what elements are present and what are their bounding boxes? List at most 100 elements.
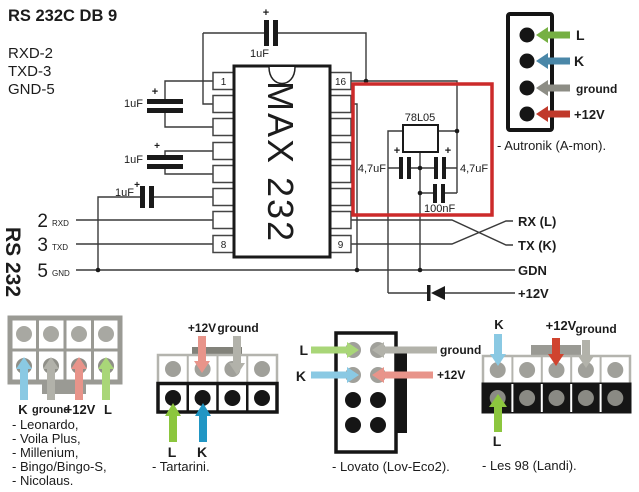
tartarini-k-label: K bbox=[197, 444, 207, 460]
ground-arrow bbox=[536, 80, 570, 96]
regulator-body bbox=[402, 124, 439, 153]
leonardo-connector: K ground +12V L - Leonardo, - Voila Plus… bbox=[7, 315, 123, 488]
db9-pin5-name: GND bbox=[52, 269, 70, 278]
plus12v-arrow bbox=[372, 367, 433, 383]
ground-arrow bbox=[578, 340, 594, 368]
c2-polarity: + bbox=[154, 141, 160, 152]
c1-value: 1uF bbox=[124, 98, 143, 110]
k-arrow bbox=[536, 53, 570, 69]
l-arrow bbox=[311, 342, 359, 358]
red-highlight-box bbox=[351, 82, 494, 217]
cap-out-polarity: + bbox=[445, 145, 451, 157]
autronik-caption: - Autronik (A-mon). bbox=[497, 138, 606, 153]
plus12v-arrow bbox=[548, 338, 564, 366]
leonardo-12v-label: +12V bbox=[65, 402, 96, 417]
db9-pin3-name: TXD bbox=[52, 243, 68, 252]
c1-polarity: + bbox=[152, 86, 158, 98]
ground-arrow bbox=[229, 336, 245, 375]
cap-out-value: 4,7uF bbox=[460, 163, 488, 175]
rs232-label: RS 232 bbox=[1, 227, 24, 297]
tartarini-ground-label: ground bbox=[217, 321, 258, 335]
plus12v-arrow bbox=[71, 357, 87, 400]
les98-caption: - Les 98 (Landi). bbox=[482, 458, 577, 473]
c4-value: 1uF bbox=[250, 48, 269, 60]
lovato-tab bbox=[395, 349, 407, 433]
capacitor-c2: + 1uF bbox=[124, 141, 183, 169]
k-arrow bbox=[311, 367, 359, 383]
tartarini-12v-label: +12V bbox=[188, 321, 216, 335]
l-arrow bbox=[489, 394, 507, 432]
regulator-label: 78L05 bbox=[405, 112, 436, 124]
header: RS 232C DB 9 RXD-2 TXD-3 GND-5 bbox=[8, 7, 117, 98]
chip-notch bbox=[268, 66, 296, 85]
pin-9: 9 bbox=[338, 240, 344, 251]
leonardo-k-label: K bbox=[18, 402, 28, 417]
tartarini-caption: - Tartarini. bbox=[152, 459, 210, 474]
capacitor-c3: + 1uF bbox=[115, 180, 154, 208]
autronik-housing bbox=[506, 12, 554, 132]
rx-label: RX (L) bbox=[518, 214, 556, 229]
lovato-pins-bottom bbox=[345, 392, 386, 433]
l-arrow bbox=[165, 403, 181, 442]
les98-ground-label: ground bbox=[575, 322, 616, 336]
ground-arrow bbox=[372, 342, 437, 358]
regulator-section: 78L05 + + 4,7uF 4,7uF 100nF bbox=[351, 82, 494, 217]
lovato-l-label: L bbox=[299, 342, 308, 358]
les98-l-label: L bbox=[493, 433, 502, 449]
ground-arrow bbox=[43, 357, 59, 400]
l-arrow bbox=[98, 357, 114, 400]
device-item: - Millenium, bbox=[12, 445, 78, 460]
lovato-k-label: K bbox=[296, 368, 306, 384]
c4-polarity: + bbox=[263, 7, 269, 19]
lovato-12v-label: +12V bbox=[437, 368, 465, 382]
db9-pin5: 5 bbox=[37, 261, 48, 282]
page-title: RS 232C DB 9 bbox=[8, 7, 117, 25]
max232-chip: 1 8 16 9 MAX 232 bbox=[212, 64, 352, 259]
chip-body bbox=[232, 64, 332, 259]
tartarini-pins-bottom bbox=[165, 390, 270, 406]
capacitor-c4: + 1uF bbox=[250, 7, 278, 60]
plus12v-arrow bbox=[194, 336, 210, 373]
l-arrow bbox=[536, 27, 570, 43]
chip-pin-boxes bbox=[212, 71, 352, 254]
pin-16: 16 bbox=[335, 77, 347, 88]
device-item: - Nicolaus. bbox=[12, 473, 73, 488]
lovato-ground-label: ground bbox=[440, 343, 481, 357]
leonardo-l-label: L bbox=[104, 402, 112, 417]
k-arrow bbox=[490, 334, 506, 366]
autronik-12v-label: +12V bbox=[574, 107, 605, 122]
wire-junctions bbox=[95, 78, 460, 273]
tartarini-l-label: L bbox=[168, 444, 177, 460]
c2-value: 1uF bbox=[124, 154, 143, 166]
pin-8: 8 bbox=[221, 240, 227, 251]
tartarini-connector: +12V ground L K - Tartarini. bbox=[152, 321, 279, 474]
lovato-caption: - Lovato (Lov-Eco2). bbox=[332, 459, 450, 474]
cap-100nf-value: 100nF bbox=[424, 203, 455, 215]
pinmap-rxd: RXD-2 bbox=[8, 45, 53, 62]
c3-value: 1uF bbox=[115, 187, 134, 199]
device-item: - Bingo/Bingo-S, bbox=[12, 459, 107, 474]
les98-12v-label: +12V bbox=[546, 318, 577, 333]
les98-connector: K +12V ground L - Les 98 (Landi). bbox=[481, 317, 632, 473]
autronik-pins bbox=[519, 27, 535, 122]
device-item: - Voila Plus, bbox=[12, 431, 81, 446]
rs232-port: RS 232 2 RXD 3 TXD 5 GND bbox=[1, 211, 70, 297]
capacitor-c1: + 1uF bbox=[124, 86, 183, 113]
leonardo-ground-label: ground bbox=[32, 404, 70, 416]
les98-pins-top bbox=[489, 362, 624, 378]
tx-label: TX (K) bbox=[518, 238, 556, 253]
autronik-ground-label: ground bbox=[576, 82, 617, 96]
pinmap-txd: TXD-3 bbox=[8, 63, 51, 80]
db9-pin3: 3 bbox=[37, 235, 48, 256]
device-item: - Leonardo, bbox=[12, 417, 79, 432]
autronik-l-label: L bbox=[576, 27, 585, 43]
circuit-wires bbox=[76, 32, 515, 294]
cap-in-value: 4,7uF bbox=[358, 163, 386, 175]
k-arrow bbox=[16, 357, 32, 400]
plus12v-label: +12V bbox=[518, 286, 549, 301]
gdn-label: GDN bbox=[518, 263, 547, 278]
pinmap-gnd: GND-5 bbox=[8, 81, 55, 98]
les98-k-label: K bbox=[494, 317, 504, 332]
